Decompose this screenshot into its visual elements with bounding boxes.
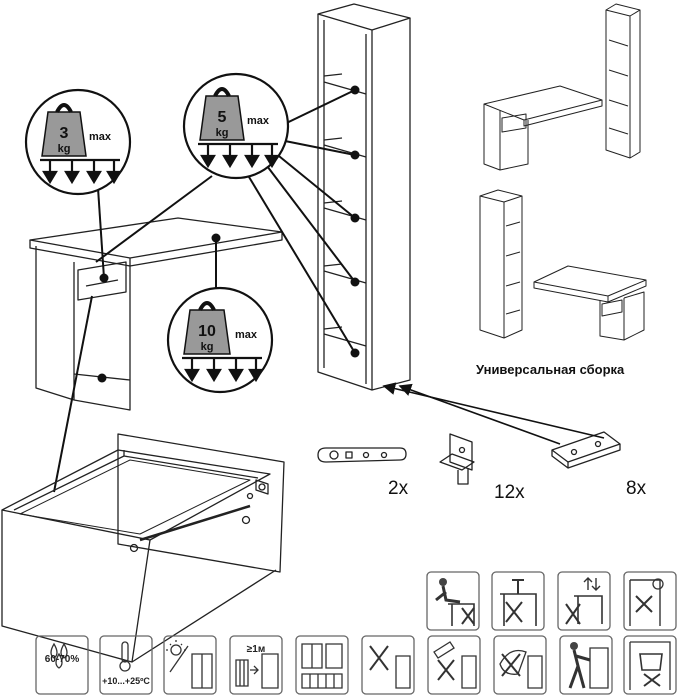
- no-sit-on-desk-icon: [426, 571, 480, 631]
- no-sunlight-icon: [163, 635, 217, 695]
- desk-weight-unit: kg: [58, 143, 71, 155]
- drawer-drawing: [1, 433, 285, 663]
- humidity-value: 60-70%: [45, 654, 80, 665]
- qty-corner-bracket: 12x: [494, 482, 525, 503]
- no-abrasive-icon: [493, 635, 547, 695]
- desk-shelf-weight-value: 10: [198, 323, 216, 340]
- qty-shelf-support: 8x: [626, 478, 647, 499]
- no-move-loaded-icon: [557, 571, 611, 631]
- weight-callout-desk-shelf: 10 kg max: [166, 286, 274, 394]
- humidity-icon: [35, 635, 89, 695]
- two-person-carry-icon: [559, 635, 613, 695]
- window-icon: [295, 635, 349, 695]
- alt-assembly-drawings: [479, 3, 647, 341]
- assembly-caption: Универсальная сборка: [476, 362, 625, 377]
- care-icons: [35, 571, 677, 695]
- shelf-weight-value: 5: [218, 109, 227, 126]
- temperature-icon: [99, 635, 153, 695]
- weight-callout-shelf: 5 kg max: [182, 72, 290, 180]
- no-heavy-load-icon: [623, 635, 677, 695]
- distance-value: ≥1м: [247, 644, 265, 655]
- bookcase-drawing: [317, 3, 411, 391]
- shelf-weight-limit: max: [247, 115, 270, 127]
- no-lean-on-desk-icon: [491, 571, 545, 631]
- hardware-parts: [317, 431, 621, 485]
- heater-distance-icon: [229, 635, 283, 695]
- no-harsh-cleaning-icon: [361, 635, 415, 695]
- no-wet-cleaning-icon: [427, 635, 481, 695]
- desk-weight-limit: max: [89, 131, 112, 143]
- desk-weight-value: 3: [60, 125, 69, 142]
- desk-shelf-weight-unit: kg: [201, 341, 214, 353]
- temperature-value: +10...+25ºC: [102, 676, 150, 686]
- weight-callout-desk: 3 kg max: [24, 88, 132, 196]
- wall-mount-icon: [623, 571, 677, 631]
- qty-connector-plate: 2x: [388, 478, 409, 499]
- desk-shelf-weight-limit: max: [235, 329, 258, 341]
- shelf-weight-unit: kg: [216, 127, 229, 139]
